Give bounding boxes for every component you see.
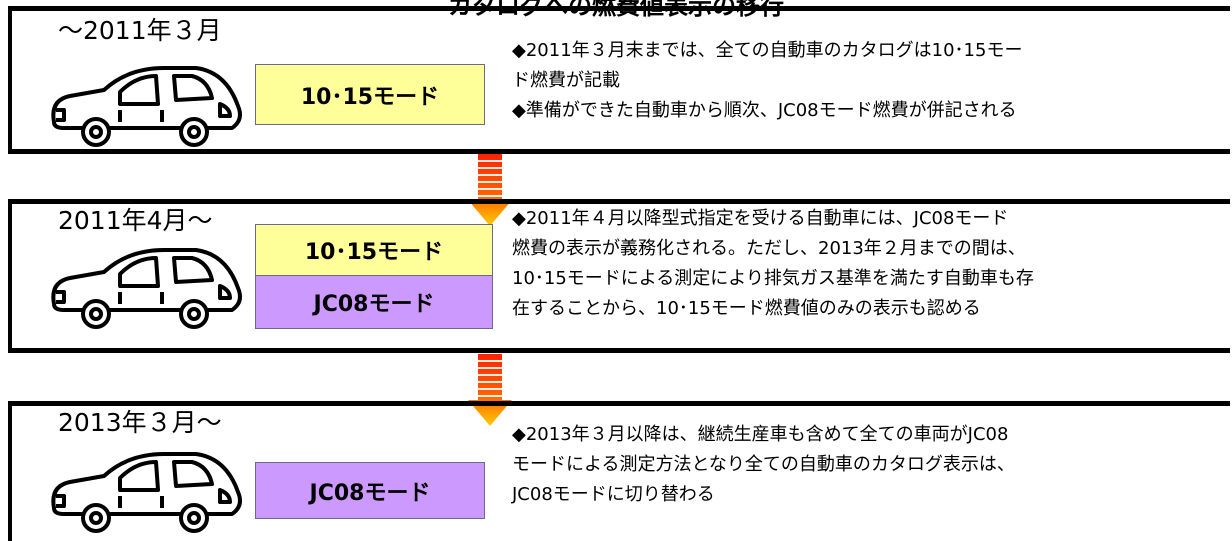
stage-description-3: ◆2013年３月以降は、継続生産車も含めて全ての車両がJC08 モードによる測定… [512, 420, 1222, 510]
mode-label: 10･15モード [304, 240, 444, 265]
description-line: ◆2011年３月末までは、全ての自動車のカタログは10･15モー [512, 40, 1023, 61]
car-icon [51, 452, 242, 533]
description-line: ◆2011年４月以降型式指定を受ける自動車には、JC08モード [512, 208, 1009, 229]
car-icon [51, 248, 242, 329]
stage-panel-3 [8, 401, 1230, 541]
down-arrow-icon [468, 354, 512, 426]
period-label-2: 2011年4月～ [52, 204, 219, 238]
mode-box-jc08: JC08モード [255, 462, 485, 519]
description-line: ド燃費が記載 [512, 70, 620, 91]
stage-description-1: ◆2011年３月末までは、全ての自動車のカタログは10･15モー ド燃費が記載 … [512, 36, 1222, 126]
mode-box-jc08: JC08モード [255, 275, 493, 329]
period-label-3: 2013年３月～ [52, 406, 228, 440]
description-line: ◆2013年３月以降は、継続生産車も含めて全ての車両がJC08 [512, 424, 1009, 445]
mode-label: JC08モード [313, 292, 435, 317]
down-arrow-icon [468, 154, 512, 226]
stage-panel-2 [8, 199, 1230, 353]
mode-box-1015: 10･15モード [255, 224, 493, 276]
mode-box-1015: 10･15モード [255, 64, 485, 125]
period-label-1: ～2011年３月 [52, 14, 228, 48]
car-icon [51, 66, 242, 147]
mode-label: 10･15モード [300, 84, 440, 110]
description-line: ◆準備ができた自動車から順次、JC08モード燃費が併記される [512, 100, 1017, 121]
description-line: 燃費の表示が義務化される。ただし、2013年２月までの間は、 [512, 238, 1026, 259]
description-line: 在することから、10･15モード燃費値のみの表示も認める [512, 298, 981, 319]
description-line: JC08モードに切り替わる [512, 484, 715, 505]
mode-label: JC08モード [309, 480, 431, 506]
stage-panel-1 [8, 6, 1230, 154]
stage-description-2: ◆2011年４月以降型式指定を受ける自動車には、JC08モード 燃費の表示が義務… [512, 204, 1222, 324]
description-line: 10･15モードによる測定により排気ガス基準を満たす自動車も存 [512, 268, 1034, 289]
description-line: モードによる測定方法となり全ての自動車のカタログ表示は、 [512, 454, 1015, 475]
